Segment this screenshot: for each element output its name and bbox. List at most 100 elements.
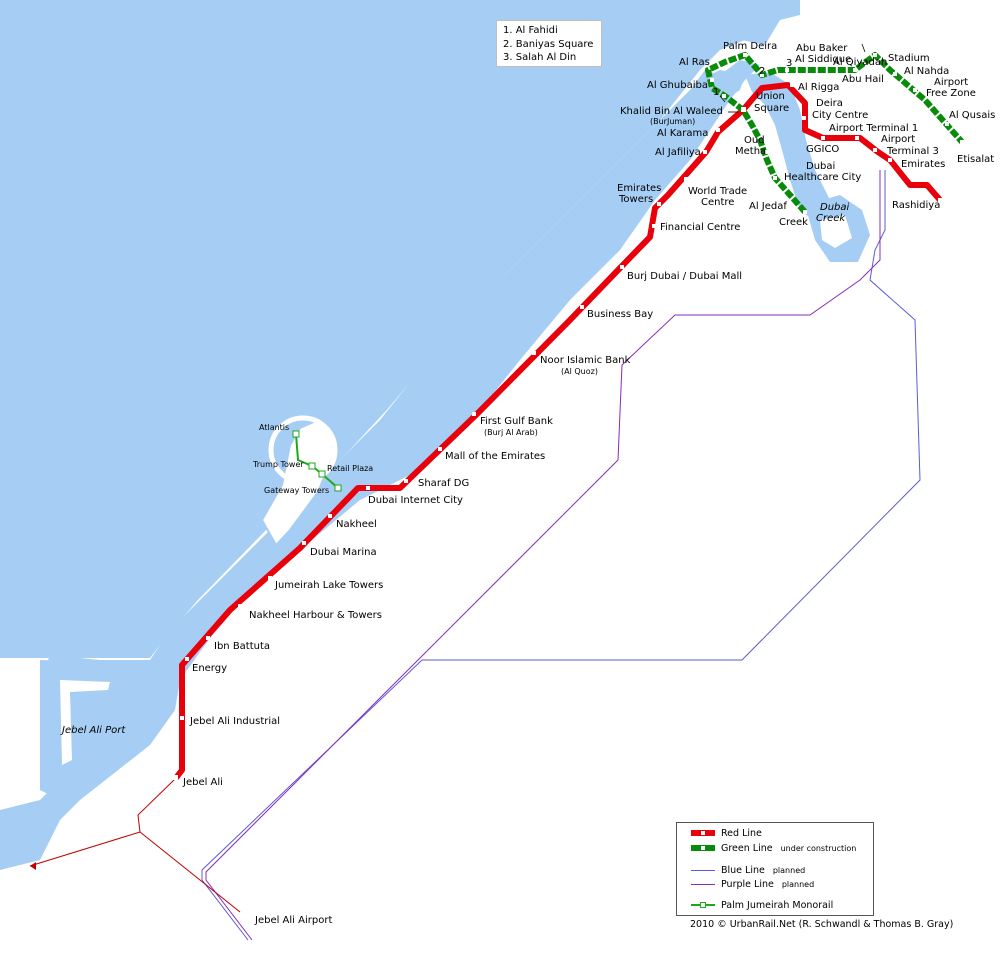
station-marker — [785, 68, 789, 72]
label-ibn-battuta: Ibn Battuta — [214, 641, 270, 652]
label-etisalat: Etisalat — [957, 154, 994, 165]
label-num-1: 1 — [713, 87, 719, 98]
legend-monorail-label: Palm Jumeirah Monorail — [721, 899, 834, 911]
label-abu-baker-b: Al Siddique — [795, 54, 851, 65]
label-al-karama: Al Karama — [657, 128, 708, 139]
legend-purple-label: Purple Line — [721, 878, 774, 890]
label-healthcare: Dubai — [806, 161, 835, 172]
label-business-bay: Business Bay — [587, 309, 653, 320]
red-line-swatch — [691, 827, 715, 839]
station-marker — [328, 514, 332, 518]
label-gateway-towers: Gateway Towers — [264, 486, 329, 495]
legend-red-label: Red Line — [721, 827, 762, 839]
legend-monorail: Palm Jumeirah Monorail — [691, 899, 833, 911]
station-marker — [741, 107, 746, 112]
label-wtc: World Trade — [688, 186, 747, 197]
station-marker — [404, 479, 408, 483]
label-jebel-ali-port: Jebel Ali Port — [60, 725, 126, 736]
label-dubai-creek: Dubai — [820, 202, 850, 213]
label-terminal-1: Airport Terminal 1 — [829, 123, 918, 134]
blue-line — [201, 170, 921, 941]
station-marker — [302, 541, 306, 545]
station-marker — [268, 576, 272, 580]
station-marker — [180, 716, 184, 720]
label-deira-cc: Deira — [816, 98, 843, 109]
label-first-gulf: First Gulf Bank — [480, 416, 553, 427]
station-marker — [853, 68, 857, 72]
label-union-b: Square — [754, 103, 789, 114]
label-al-jedaf: Al Jedaf — [749, 201, 787, 212]
legend-blue-label: Blue Line — [721, 864, 765, 876]
label-al-quoz: (Al Quoz) — [561, 367, 598, 376]
label-airport-fz: Airport — [934, 77, 968, 88]
station-marker — [893, 72, 897, 76]
blue-line-swatch — [691, 864, 715, 876]
legend: Red Line Green Line under construction B… — [676, 822, 874, 916]
label-al-ghubaiba: Al Ghubaiba — [647, 80, 708, 91]
station-marker — [913, 88, 917, 92]
legend-purple: Purple Line planned — [691, 878, 814, 890]
station-marker — [366, 486, 370, 490]
label-emirates: Emirates — [901, 159, 945, 170]
purple-line-swatch — [691, 878, 715, 890]
label-terminal-3b: Terminal 3 — [886, 146, 939, 157]
label-al-ras: Al Ras — [679, 57, 710, 68]
label-jebel-ali-ind: Jebel Ali Industrial — [189, 716, 280, 727]
station-marker — [802, 116, 806, 120]
station-marker — [620, 265, 624, 269]
station-marker — [960, 140, 964, 144]
label-khalid: Khalid Bin Al Waleed — [620, 106, 723, 117]
label-burjuman: (BurJuman) — [650, 117, 695, 126]
station-marker — [684, 177, 688, 181]
station-marker — [722, 94, 726, 98]
label-ggico: GGICO — [806, 144, 839, 155]
port-pier — [60, 680, 110, 765]
station-marker — [773, 176, 777, 180]
pointer-1 — [719, 95, 726, 103]
label-financial: Financial Centre — [660, 222, 740, 233]
label-creek: Creek — [779, 217, 808, 228]
station-marker — [472, 412, 476, 416]
red-stations — [173, 83, 943, 780]
monorail-station — [292, 430, 300, 438]
label-stadium: Stadium — [888, 53, 930, 64]
legend-green: Green Line under construction — [691, 842, 856, 854]
label-dubai-creek-b: Creek — [816, 213, 846, 224]
legend-purple-note: planned — [781, 879, 815, 889]
label-al-qusais: Al Qusais — [949, 110, 995, 121]
label-al-rigga: Al Rigga — [798, 82, 839, 93]
legend-red: Red Line — [691, 827, 762, 839]
label-jlt: Jumeirah Lake Towers — [274, 580, 383, 591]
sea-top — [0, 0, 775, 658]
callout-box: 1. Al Fahidi 2. Baniyas Square 3. Salah … — [496, 20, 602, 67]
label-nakheel: Nakheel — [336, 519, 377, 530]
label-abu-baker: Abu Baker — [796, 43, 848, 54]
monorail-station — [334, 484, 342, 492]
label-airport-fz-b: Free Zone — [926, 88, 976, 99]
red-extension-2 — [139, 831, 241, 913]
label-palm-deira: Palm Deira — [723, 41, 777, 52]
label-retail-plaza: Retail Plaza — [327, 464, 373, 473]
green-line-swatch — [691, 842, 715, 854]
label-num-2: 2 — [759, 66, 765, 77]
label-al-qiyadah: Al Qiyadah — [833, 57, 887, 68]
legend-blue-note: planned — [772, 865, 806, 875]
extension-arrow-icon — [30, 862, 36, 870]
purple-line — [205, 170, 881, 941]
label-num-3: 3 — [786, 58, 792, 69]
label-jebel-ali: Jebel Ali — [182, 777, 223, 788]
station-marker — [765, 150, 769, 154]
station-marker — [703, 150, 707, 154]
label-atlantis: Atlantis — [259, 423, 289, 432]
legend-green-note: under construction — [780, 843, 857, 853]
label-deira-cc-b: City Centre — [812, 110, 868, 121]
label-internet-city: Dubai Internet City — [368, 495, 463, 506]
label-healthcare-b: Healthcare City — [784, 172, 861, 183]
station-marker — [438, 447, 442, 451]
station-marker — [938, 198, 943, 203]
legend-blue: Blue Line planned — [691, 864, 805, 876]
legend-green-label: Green Line — [721, 842, 773, 854]
label-marina: Dubai Marina — [310, 547, 377, 558]
label-sharaf: Sharaf DG — [418, 478, 469, 489]
red-extension — [29, 777, 177, 867]
